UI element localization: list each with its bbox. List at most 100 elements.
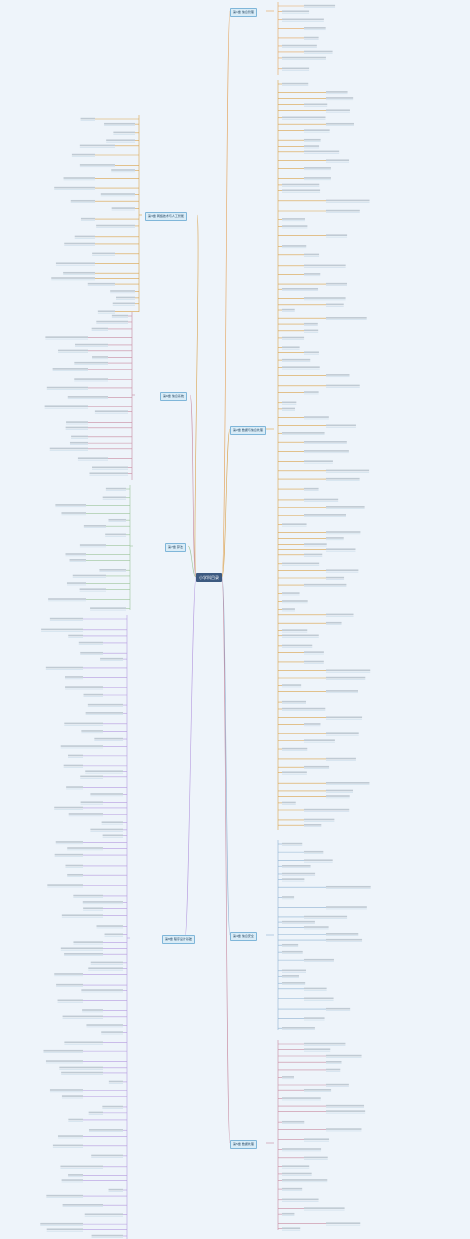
- leaf-text-placeholder-171: [64, 242, 95, 245]
- leaf-text-placeholder-62: [326, 506, 365, 508]
- branch-node-l2[interactable]: 第7章 算法: [165, 543, 186, 552]
- leaf-text-placeholder-146: [282, 1165, 310, 1168]
- leaf-text-placeholder-276: [61, 1071, 103, 1074]
- leaf-text-placeholder-197: [71, 435, 88, 438]
- leaf-text-placeholder-49: [304, 391, 319, 393]
- leaf-text-placeholder-44: [304, 351, 319, 354]
- leaf-text-placeholder-82: [304, 651, 324, 653]
- leaf-text-placeholder-35: [282, 288, 319, 290]
- leaf-text-placeholder-148: [282, 1179, 328, 1181]
- leaf-text-placeholder-17: [304, 138, 321, 141]
- leaf-text-placeholder-144: [282, 1148, 322, 1150]
- branch-node-l3[interactable]: 第8章 程序设计基础: [162, 935, 195, 944]
- leaf-text-placeholder-6: [304, 50, 333, 53]
- leaf-text-placeholder-156: [104, 122, 135, 125]
- leaf-text-placeholder-209: [105, 533, 126, 536]
- leaf-text-placeholder-136: [326, 1083, 349, 1086]
- leaf-text-placeholder-77: [326, 613, 354, 616]
- connector-line-111: [221, 576, 231, 936]
- leaf-text-placeholder-228: [83, 693, 103, 696]
- branch-node-r2[interactable]: 第4章 信息安全: [230, 932, 257, 941]
- leaf-text-placeholder-248: [67, 847, 103, 849]
- leaf-text-placeholder-281: [88, 1111, 103, 1114]
- leaf-text-placeholder-95: [326, 757, 356, 760]
- leaf-text-placeholder-274: [45, 1060, 83, 1062]
- leaf-text-placeholder-203: [105, 487, 126, 490]
- leaf-text-placeholder-46: [282, 366, 320, 368]
- leaf-text-placeholder-179: [112, 302, 135, 305]
- leaf-text-placeholder-270: [86, 1024, 123, 1026]
- leaf-text-placeholder-15: [326, 122, 355, 125]
- leaf-text-placeholder-131: [304, 1048, 331, 1051]
- branch-node-r1[interactable]: 第2章 数据与信息处理: [230, 426, 266, 435]
- leaf-text-placeholder-160: [71, 153, 95, 156]
- leaf-text-placeholder-185: [75, 343, 108, 346]
- leaf-text-placeholder-219: [49, 617, 83, 620]
- leaf-text-placeholder-157: [113, 131, 135, 134]
- leaf-text-placeholder-40: [304, 322, 318, 325]
- leaf-text-placeholder-106: [304, 850, 324, 853]
- leaf-text-placeholder-13: [326, 109, 350, 112]
- leaf-text-placeholder-230: [85, 712, 123, 714]
- branch-node-r0[interactable]: 第1章 信息管理: [230, 8, 257, 17]
- leaf-text-placeholder-272: [64, 1041, 103, 1044]
- leaf-text-placeholder-5: [282, 44, 317, 47]
- leaf-text-placeholder-132: [326, 1054, 362, 1057]
- leaf-text-placeholder-7: [282, 56, 326, 59]
- leaf-text-placeholder-20: [326, 159, 350, 162]
- leaf-text-placeholder-58: [326, 469, 370, 472]
- leaf-text-placeholder-293: [84, 1213, 123, 1216]
- leaf-text-placeholder-262: [90, 961, 123, 964]
- leaf-text-placeholder-215: [66, 582, 86, 584]
- leaf-text-placeholder-99: [326, 789, 354, 792]
- leaf-text-placeholder-85: [326, 676, 366, 679]
- leaf-text-placeholder-66: [326, 537, 344, 539]
- leaf-text-placeholder-29: [326, 234, 348, 236]
- leaf-text-placeholder-133: [326, 1061, 342, 1063]
- leaf-text-placeholder-175: [51, 277, 95, 279]
- leaf-text-placeholder-130: [304, 1042, 346, 1045]
- connector-line-0: [221, 10, 231, 578]
- leaf-text-placeholder-39: [326, 317, 367, 319]
- leaf-text-placeholder-56: [304, 450, 349, 452]
- leaf-text-placeholder-42: [282, 336, 305, 339]
- leaf-text-placeholder-74: [282, 592, 300, 594]
- leaf-text-placeholder-34: [326, 282, 347, 285]
- leaf-text-placeholder-245: [90, 828, 123, 831]
- leaf-text-placeholder-257: [96, 925, 123, 927]
- leaf-text-placeholder-139: [326, 1104, 365, 1107]
- leaf-text-placeholder-182: [96, 320, 128, 323]
- leaf-text-placeholder-154: [282, 1227, 301, 1230]
- leaf-text-placeholder-18: [304, 145, 320, 147]
- mindmap-root-node[interactable]: 小学科目录: [196, 573, 222, 582]
- leaf-text-placeholder-94: [282, 747, 308, 750]
- leaf-text-placeholder-173: [55, 262, 95, 265]
- leaf-text-placeholder-128: [304, 1017, 325, 1019]
- leaf-text-placeholder-113: [326, 906, 367, 908]
- leaf-text-placeholder-11: [326, 97, 354, 99]
- leaf-text-placeholder-265: [56, 983, 83, 986]
- leaf-text-placeholder-43: [282, 346, 300, 349]
- leaf-text-placeholder-60: [304, 487, 319, 490]
- branch-node-r3[interactable]: 第5章 数据处理: [230, 1140, 257, 1149]
- leaf-text-placeholder-187: [92, 356, 108, 358]
- branch-node-l0[interactable]: 第3章 网络技术与人工智能: [145, 212, 187, 221]
- branch-node-l1[interactable]: 第6章 信息系统: [160, 392, 187, 401]
- leaf-text-placeholder-0: [304, 4, 336, 7]
- leaf-text-placeholder-21: [304, 167, 331, 169]
- leaf-text-placeholder-110: [282, 878, 305, 880]
- leaf-text-placeholder-210: [79, 544, 106, 546]
- leaf-text-placeholder-289: [61, 1179, 83, 1181]
- leaf-text-placeholder-271: [101, 1031, 123, 1033]
- leaf-text-placeholder-150: [282, 1198, 319, 1201]
- leaf-text-placeholder-158: [106, 139, 135, 142]
- leaf-text-placeholder-37: [326, 303, 344, 306]
- leaf-text-placeholder-31: [304, 253, 320, 256]
- leaf-text-placeholder-285: [52, 1144, 83, 1147]
- leaf-text-placeholder-32: [304, 264, 346, 267]
- leaf-text-placeholder-264: [54, 973, 83, 975]
- leaf-text-placeholder-152: [282, 1212, 295, 1215]
- leaf-text-placeholder-83: [304, 660, 324, 663]
- leaf-text-placeholder-138: [282, 1097, 321, 1099]
- leaf-text-placeholder-169: [96, 224, 135, 227]
